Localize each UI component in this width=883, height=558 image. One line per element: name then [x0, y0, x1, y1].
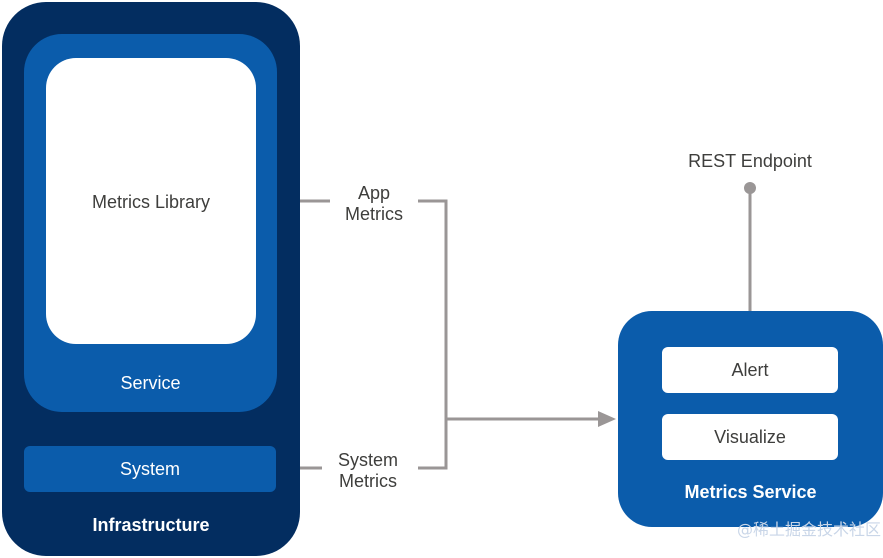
system-box	[24, 446, 276, 492]
service-label: Service	[120, 373, 181, 393]
rest-endpoint-label: REST Endpoint	[688, 151, 812, 171]
alert-label: Alert	[731, 360, 769, 380]
watermark-text: @稀土掘金技术社区	[736, 520, 881, 539]
visualize-box	[662, 414, 838, 460]
visualize-label: Visualize	[714, 427, 786, 447]
arrowhead-icon	[598, 411, 616, 427]
system-metrics-label-line1: System	[337, 450, 398, 470]
metrics-library-label: Metrics Library	[91, 192, 211, 212]
app-metrics-label-line2: Metrics	[345, 204, 403, 224]
rest-endpoint-dot-icon	[744, 182, 756, 194]
metrics-library-box	[46, 58, 256, 344]
metrics-service-label: Metrics Service	[684, 482, 817, 502]
system-metrics-label-line2: Metrics	[339, 471, 397, 491]
infrastructure-label: Infrastructure	[92, 515, 210, 535]
app-metrics-to-service-connector	[418, 199, 448, 470]
system-label: System	[119, 459, 180, 479]
app-metrics-label-line1: App	[357, 183, 391, 203]
alert-box	[662, 347, 838, 393]
